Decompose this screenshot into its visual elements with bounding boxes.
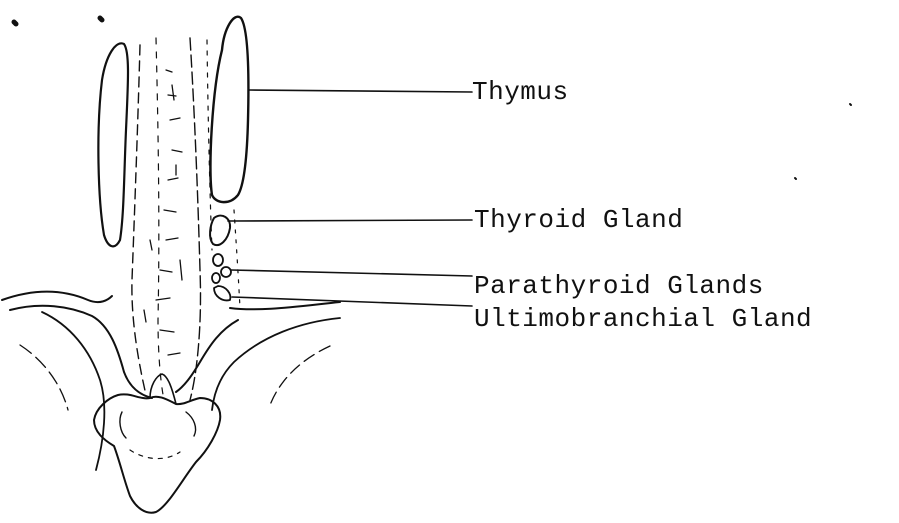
- left-chest-curve: [42, 312, 104, 470]
- parathyroid-glands-label: Parathyroid Glands: [474, 273, 764, 299]
- right-outer-wall: [234, 210, 240, 308]
- sternum-inner-line-left: [120, 412, 126, 438]
- trachea-center-line: [156, 38, 164, 400]
- tracheal-rings-stipple: [144, 70, 182, 355]
- thyroid-gland: [210, 216, 230, 245]
- ultimobranchial-gland-label: Ultimobranchial Gland: [474, 306, 812, 332]
- trachea-left-wall: [132, 45, 146, 395]
- thymus-label: Thymus: [472, 79, 569, 105]
- leader-line-thymus: [249, 90, 472, 92]
- right-lower-line: [270, 346, 330, 405]
- left-shoulder-band-bottom: [10, 306, 152, 398]
- right-shoulder-band-top: [230, 302, 340, 309]
- ultimobranchial-gland: [214, 286, 230, 300]
- sternum-notch: [150, 374, 176, 404]
- left-thymus-lobe: [98, 43, 128, 246]
- stray-marks: [14, 18, 851, 179]
- sternum-dashed-detail: [130, 450, 180, 459]
- leader-line-thyroid: [228, 220, 472, 221]
- right-thymus-lobe: [210, 17, 248, 202]
- sternum-outline: [94, 394, 220, 512]
- sternum-inner-line-right: [186, 412, 196, 436]
- right-shoulder-band-bottom: [176, 320, 238, 392]
- thyroid-gland-label: Thyroid Gland: [474, 207, 683, 233]
- right-chest-curve: [212, 318, 340, 410]
- trachea-right-wall: [190, 38, 201, 400]
- leader-line-ultimobranchial: [232, 297, 472, 306]
- left-shoulder-band-top: [2, 292, 112, 302]
- left-lower-line: [20, 345, 68, 410]
- leader-line-parathyroid: [231, 270, 472, 276]
- parathyroid-glands: [212, 254, 231, 283]
